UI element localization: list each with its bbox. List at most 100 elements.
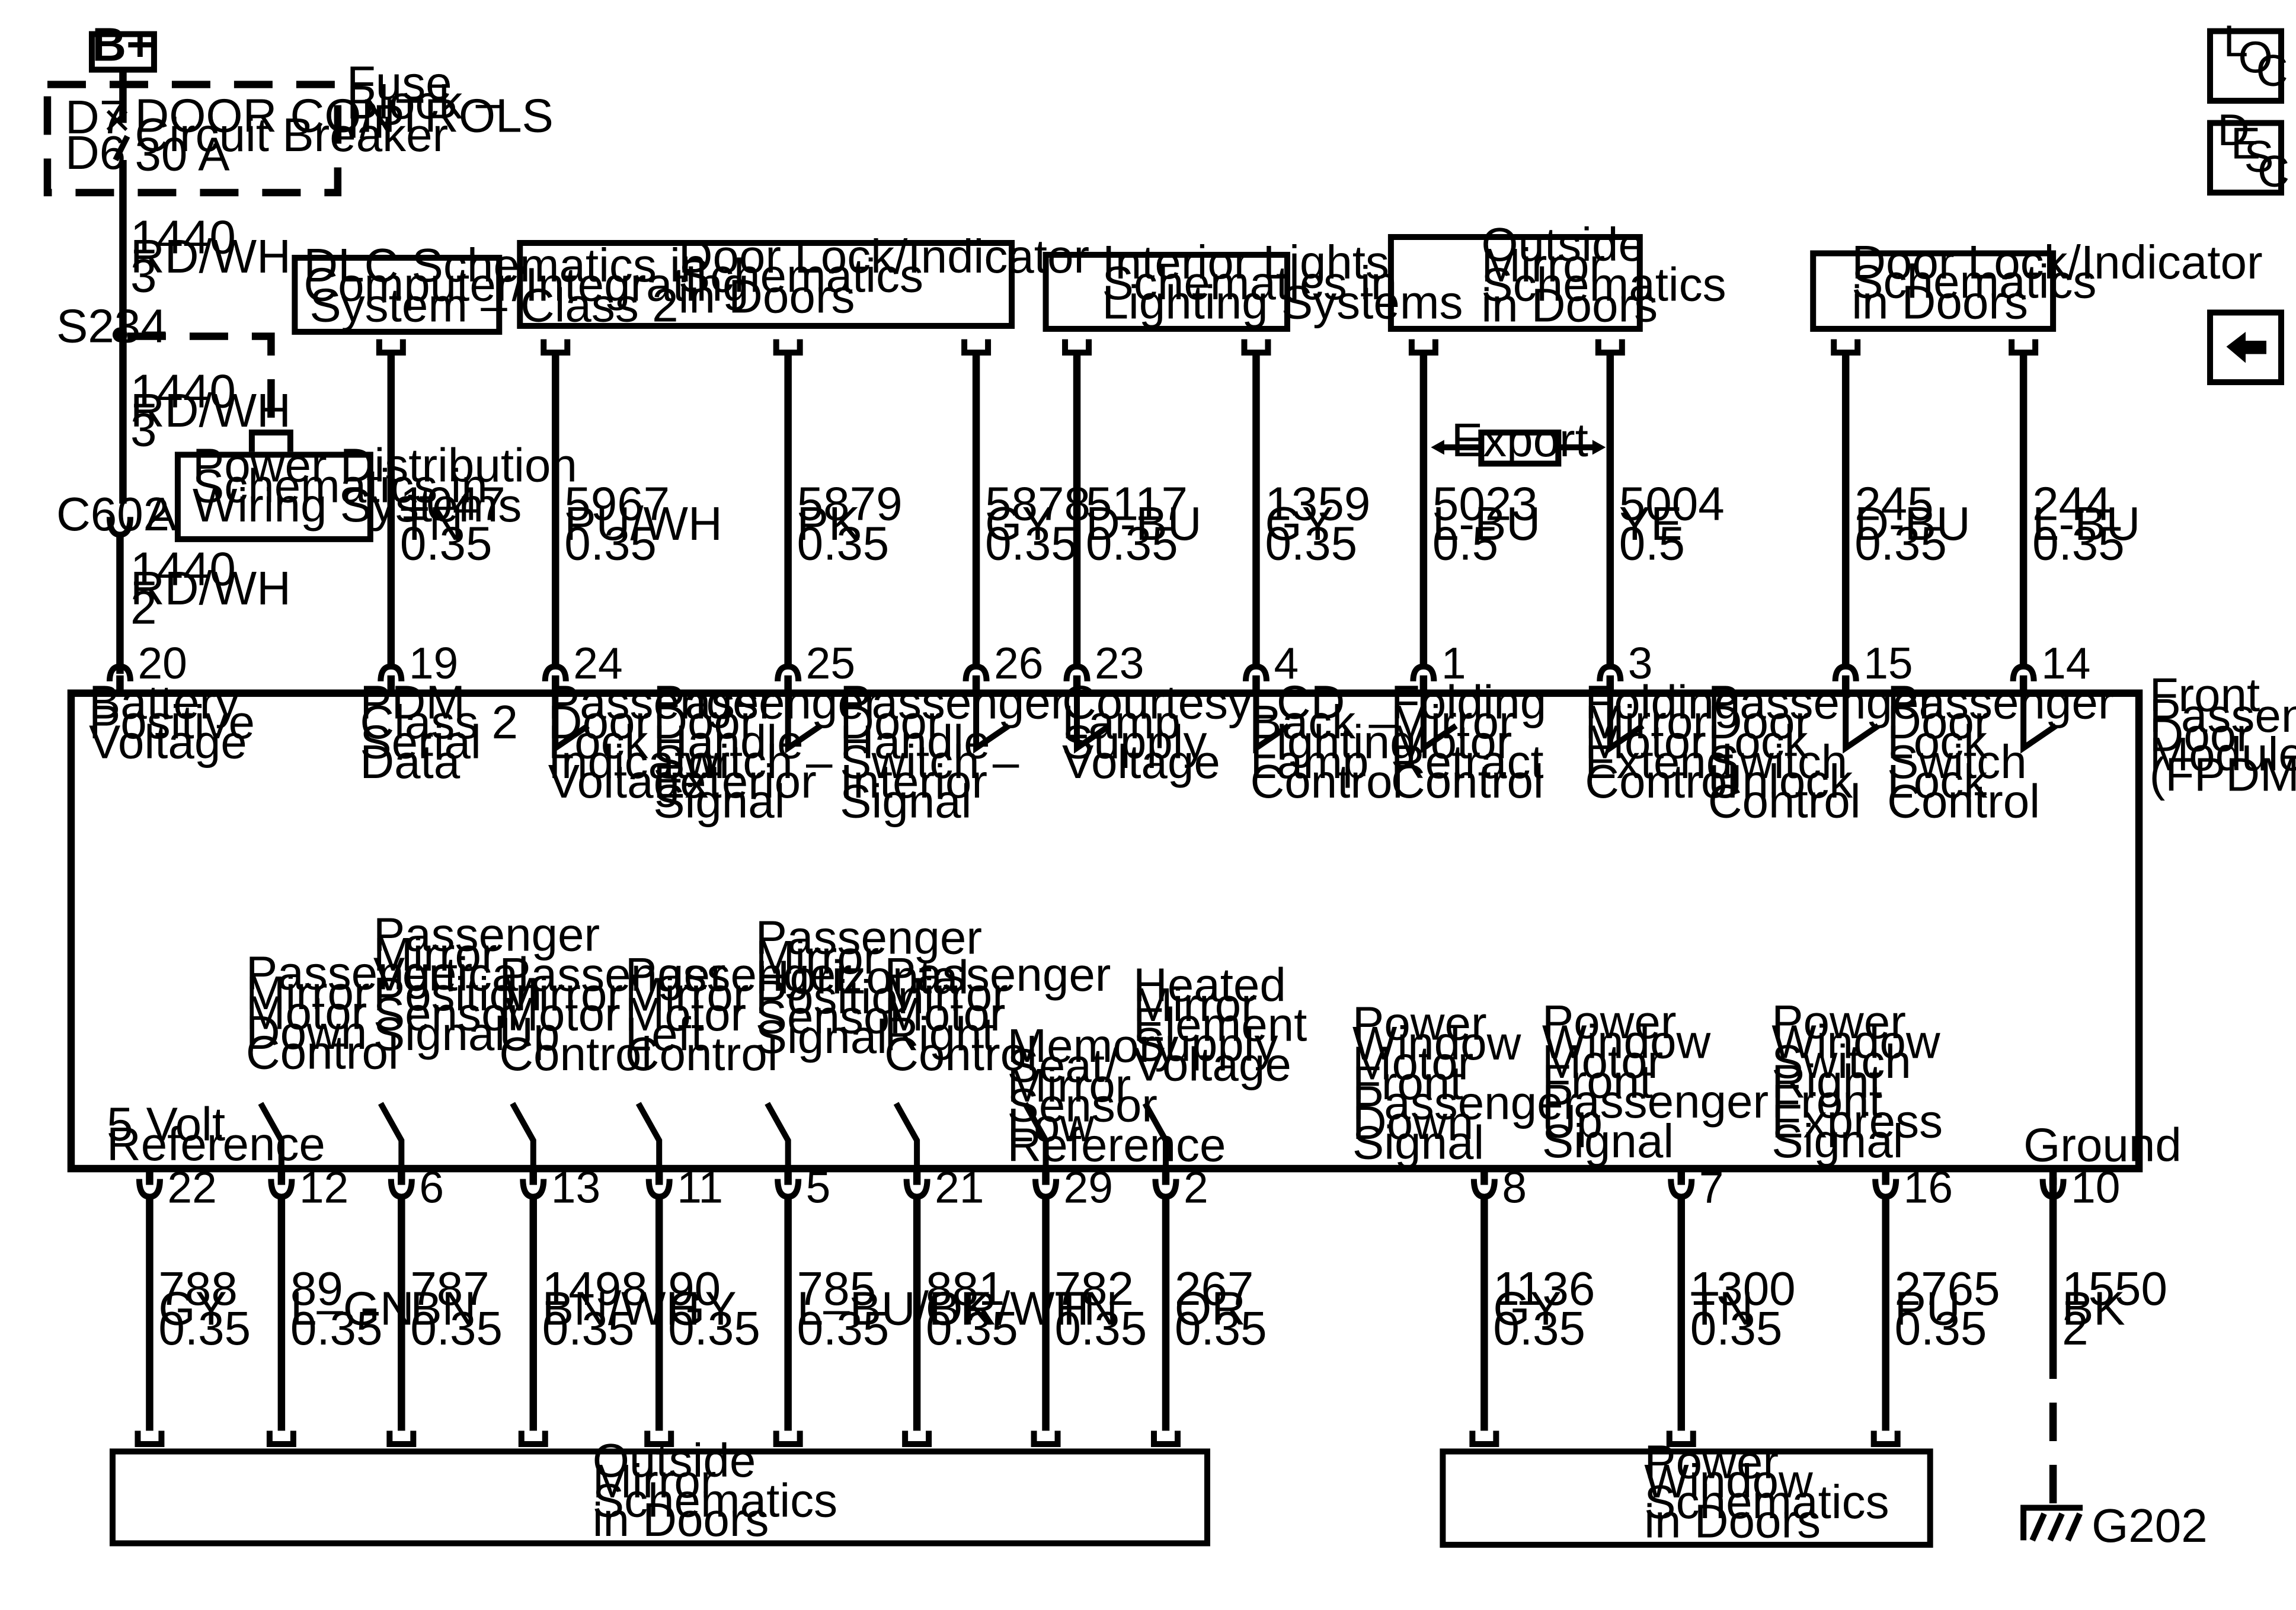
bottom-func-pin-2-line-5: Voltage xyxy=(1133,1038,1291,1091)
mirror-bottom-line-1: Outside xyxy=(593,1434,756,1487)
module-name-4: Module xyxy=(2150,728,2296,780)
export-label: Export xyxy=(1451,414,1588,466)
power-window-box xyxy=(1440,1448,1933,1548)
switch-symbol-pin-15 xyxy=(1843,696,1880,754)
bottom-func-pin-7-line-3: Motor xyxy=(1542,1035,1663,1088)
desc-nav-icon[interactable] xyxy=(2207,120,2285,196)
feed-wire-2-b: RD/WH xyxy=(130,384,291,437)
top-terminal-pin-15 xyxy=(1831,339,1861,356)
wire-pin-14-line-2: L-BU xyxy=(2032,497,2140,550)
pin-number-14: 14 xyxy=(2041,638,2090,688)
bottom-wire-label-5-line-2: L–BU/BK xyxy=(797,1282,992,1335)
bottom-switch-pin-5 xyxy=(765,1102,791,1169)
wire-pin-26-line-3: 0.35 xyxy=(985,517,1077,569)
bottom-terminal-pin-7 xyxy=(1666,1430,1696,1447)
c602-pin: A xyxy=(145,488,177,540)
mirror-top-line-1: Outside xyxy=(1481,218,1645,271)
bottom-wire-label-2-line-2: OR xyxy=(1175,1282,1246,1335)
wire-pin-25-line-1: 5879 xyxy=(797,477,903,530)
bottom-func-pin-5-line-6: Signal xyxy=(756,1010,887,1063)
pin-connector-24 xyxy=(542,663,569,681)
bottom-wire-label-7-line-1: 1300 xyxy=(1690,1262,1796,1315)
bottom-wire-label-7-line-3: 0.35 xyxy=(1690,1302,1783,1355)
back-arrow-icon xyxy=(2226,331,2267,363)
back-button[interactable] xyxy=(2207,309,2285,385)
func-pin-1-line-1: Folding xyxy=(1391,676,1546,728)
bottom-func-pin-12-line-4: Down xyxy=(246,1006,367,1059)
bottom-func-pin-16-line-1: Power xyxy=(1771,996,1906,1048)
func-pin-4-line-5: Control xyxy=(1250,755,1403,808)
bottom-func-pin-16-line-5: Front xyxy=(1771,1075,1882,1128)
func-pin-20-line-1: Battery xyxy=(89,676,239,728)
wire-pin-15-line-3: 0.35 xyxy=(1854,517,1947,569)
func-pin-24-line-5: Voltage xyxy=(548,755,706,808)
bottom-wire-label-6-line-1: 787 xyxy=(410,1262,489,1315)
bottom-func-pin-7-line-2: Window xyxy=(1542,1016,1711,1068)
ground-label: G202 xyxy=(2092,1499,2208,1552)
pin-number-4: 4 xyxy=(1274,638,1299,688)
bottom-pin-number-5: 5 xyxy=(806,1163,831,1212)
mirror-bottom-line-3: Schematics xyxy=(593,1474,837,1526)
func-pin-26-line-3: Handle xyxy=(840,715,990,768)
desc-letter-e: E xyxy=(2231,119,2260,168)
power-window-line-3: Schematics xyxy=(1644,1475,1889,1528)
loc-nav-icon[interactable] xyxy=(2207,28,2285,104)
func-pin-15-line-6: Control xyxy=(1708,775,1861,828)
bottom-wire-label-10-line-3: 2 xyxy=(2062,1302,2088,1355)
func-pin-4-line-2: Back – xyxy=(1250,696,1395,748)
bottom-func-pin-6-line-1: Passenger xyxy=(373,908,600,961)
module-name-1: Front xyxy=(2150,668,2260,721)
bottom-wire-label-16-line-1: 2765 xyxy=(1895,1262,2000,1315)
feed-wire-1-a: 1440 xyxy=(130,210,236,263)
bottom-func-pin-2-line-2: Mirror xyxy=(1133,978,1257,1031)
wire-pin-14-line-3: 0.35 xyxy=(2032,517,2125,569)
circuit-breaker-symbol xyxy=(113,135,130,162)
bottom-wire-label-21-line-1: 881 xyxy=(926,1262,1005,1315)
bottom-wire-label-13-line-2: BN/WH xyxy=(542,1282,701,1335)
bottom-terminal-pin-11 xyxy=(644,1430,674,1447)
feed-wire-3-a: 1440 xyxy=(130,542,236,595)
pin-number-3: 3 xyxy=(1628,638,1653,688)
switch-symbol-pin-14 xyxy=(2020,696,2058,754)
splice-dot xyxy=(112,327,127,343)
top-terminal-pin-1 xyxy=(1408,339,1438,356)
wire-pin-24-line-1: 5967 xyxy=(564,477,670,530)
bottom-func-pin-21-line-5: Control xyxy=(884,1028,1037,1080)
door-lock-box-1-line-3: in Doors xyxy=(679,270,855,322)
bottom-wire-label-12-line-1: 89 xyxy=(290,1262,343,1315)
door-lock-box-1-line-1: Door Lock/Indicator xyxy=(679,230,1089,283)
func-pin-23-line-4: Voltage xyxy=(1062,735,1220,788)
switch-symbol-pin-25 xyxy=(785,696,823,754)
desc-letter-c: C xyxy=(2257,146,2289,196)
bottom-terminal-pin-8 xyxy=(1469,1430,1499,1447)
dlc-box-line-1: DLC Schematics in xyxy=(303,239,706,292)
func-pin-19-line-1: PDM xyxy=(360,676,465,728)
top-terminal-pin-14 xyxy=(2009,339,2039,356)
feed-wire-1-c: 3 xyxy=(130,249,156,302)
bottom-wire-label-16-line-3: 0.35 xyxy=(1895,1302,1987,1355)
switch-symbol-pin-24 xyxy=(552,696,590,754)
pin-connector-23 xyxy=(1063,663,1091,681)
door-lock-box-2-line-3: in Doors xyxy=(1851,276,2028,328)
bottom-wire-label-6-line-3: 0.35 xyxy=(410,1302,503,1355)
desc-letter-d: D xyxy=(2218,105,2250,155)
feed-wire-2-c: 3 xyxy=(130,403,156,456)
bottom-func-pin-13-line-2: Mirror xyxy=(499,968,623,1021)
bottom-func-pin-11-line-1: Passenger xyxy=(625,948,852,1001)
func-pin-25-line-6: Signal xyxy=(653,775,785,828)
feed-wire-3-b: RD/WH xyxy=(130,562,291,614)
switch-symbol-pin-26 xyxy=(973,696,1011,754)
int-lights-line-2: Schematics in xyxy=(1102,257,1398,309)
func-pin-25-line-5: Exterior xyxy=(653,755,817,808)
bottom-terminal-pin-16 xyxy=(1870,1430,1901,1447)
bottom-wire-label-16-line-2: PU xyxy=(1895,1282,1961,1335)
export-arrow-right-head xyxy=(1592,440,1606,455)
bottom-func-pin-8-line-7: Signal xyxy=(1352,1116,1484,1169)
func-pin-14-line-2: Door xyxy=(1887,696,1990,748)
bottom-switch-pin-2 xyxy=(1142,1102,1169,1169)
bottom-wire-label-10-line-2: BK xyxy=(2062,1282,2125,1335)
bottom-func-pin-7-line-4: Front xyxy=(1542,1055,1653,1108)
pin-number-1: 1 xyxy=(1441,638,1466,688)
bottom-terminal-pin-6 xyxy=(386,1430,417,1447)
